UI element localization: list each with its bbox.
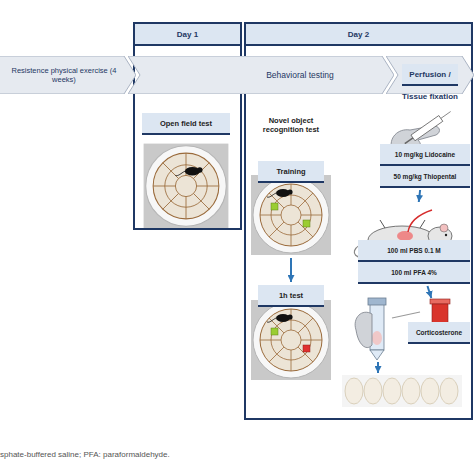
brain-slices: [342, 375, 462, 407]
stage-arrow: Behavioral testing: [128, 56, 394, 94]
test-photo: [251, 300, 331, 380]
test-phase: 1h test: [256, 282, 326, 382]
anesthesia-step: 10 mg/kg Lidocaine50 mg/kg Thiopental: [378, 104, 472, 190]
text-holder: 1h test: [256, 282, 326, 382]
figure-caption: sphate-buffered saline; PFA: paraformald…: [0, 450, 300, 460]
training-photo: [251, 175, 331, 255]
step-label: 50 mg/kg Thiopental: [380, 166, 470, 188]
test-phase: Training: [256, 158, 326, 258]
chevron-outline: [0, 56, 136, 94]
step-label: 1h test: [258, 285, 324, 307]
step-label: Training: [258, 161, 324, 183]
sample-step: Corticosterone: [406, 298, 472, 346]
text-holder: Open field test: [140, 108, 232, 228]
text-holder: 100 ml PBS 0.1 M100 ml PFA 4%: [356, 202, 472, 286]
day-header: Day 1: [135, 24, 240, 46]
step-label: 100 ml PBS 0.1 M: [358, 240, 470, 262]
group-heading: Novel object recognition test: [258, 116, 324, 134]
perfusion-step: 100 ml PBS 0.1 M100 ml PFA 4%: [356, 202, 472, 286]
flow-arrow: [419, 190, 420, 202]
text-holder: Corticosterone: [406, 298, 472, 346]
text-holder: Resistence physical exercise (4 weeks): [0, 56, 136, 94]
chevron-outline: [386, 56, 474, 94]
text-holder: Training: [256, 158, 326, 258]
text-holder: Perfusion / Tissue fixation: [386, 56, 474, 94]
step-label: Corticosterone: [408, 322, 470, 344]
flow-arrow: [427, 286, 431, 298]
chevron-shape: [128, 56, 394, 94]
step-label: 10 mg/kg Lidocaine: [380, 144, 470, 166]
stage-label: Resistence physical exercise (4 weeks): [8, 66, 120, 84]
chevron-outline: [128, 56, 394, 94]
test-panel: Open field test: [140, 108, 232, 228]
stage-arrow: Resistence physical exercise (4 weeks): [0, 56, 136, 94]
stage-arrow: Perfusion / Tissue fixation: [386, 56, 474, 94]
text-holder: Behavioral testing: [128, 56, 394, 94]
text-holder: 10 mg/kg Lidocaine50 mg/kg Thiopental: [378, 104, 472, 190]
day-panel: Day 1 Open field test: [133, 22, 242, 230]
stage-label: Behavioral testing: [266, 70, 334, 80]
open-field-photo: [144, 144, 229, 229]
stage-label: Perfusion / Tissue fixation: [402, 64, 458, 86]
step-label: 100 ml PFA 4%: [358, 262, 470, 284]
flow-arrow: [290, 258, 292, 282]
day-header: Day 2: [246, 24, 471, 46]
step-label: Open field test: [142, 113, 230, 135]
